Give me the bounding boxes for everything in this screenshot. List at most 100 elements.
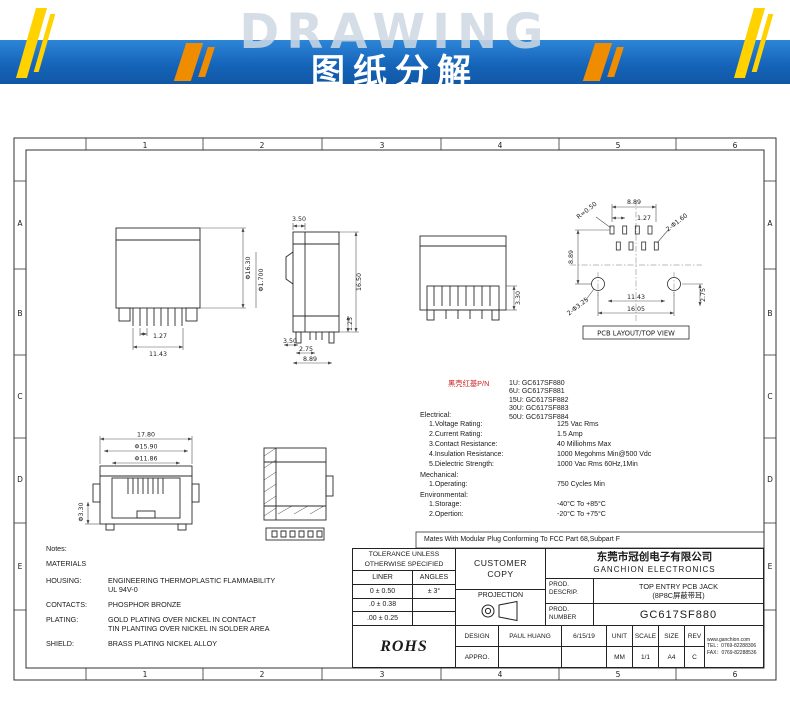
rev-value: C	[692, 653, 697, 661]
dim-label: 16.50	[356, 273, 363, 291]
environmental-title: Environmental:	[420, 490, 468, 499]
spec-value: -20°C To +75°C	[557, 511, 606, 518]
part-number: GC617SF880	[639, 608, 718, 621]
spec-value: 125 Vac Rms	[557, 421, 599, 428]
tolerance-value: .00 ± 0.25	[353, 612, 413, 625]
prod-number-row: PROD. NUMBER GC617SF880	[546, 604, 763, 625]
mechanical-title: Mechanical:	[420, 470, 459, 479]
note-line: BRASS PLATING NICKEL ALLOY	[108, 639, 218, 648]
spec-label: 2.Current Rating:	[429, 431, 483, 438]
spec-value: 40 Milliohms Max	[557, 441, 612, 448]
dim-label: 1.27	[637, 215, 651, 222]
label-line: PROD.	[549, 606, 569, 613]
zone-label: A	[17, 219, 23, 228]
angles-header: ANGLES	[419, 573, 449, 581]
note-row: HOUSING: ENGINEERING THERMOPLASTIC FLAMM…	[46, 576, 356, 594]
prod-descrip-value: TOP ENTRY PCB JACK (8P8C屏蔽带耳)	[594, 579, 763, 603]
label-line: NUMBER	[549, 614, 577, 621]
dimension-lines	[85, 436, 193, 525]
prod-descrip-label: PROD. DESCRIP.	[546, 579, 594, 603]
spec-label: 2.Opertion:	[429, 511, 464, 518]
designer-name: PAUL HUANG	[499, 626, 561, 647]
liner-header: LINER	[353, 571, 413, 584]
zone-label: 2	[260, 141, 265, 150]
dim-label: 1.27	[153, 333, 167, 340]
company-header: 东莞市冠创电子有限公司 GANCHION ELECTRONICS	[546, 549, 763, 579]
note-value: PHOSPHOR BRONZE	[108, 600, 181, 609]
spec-row: 2.Current Rating: 1.5 Amp	[420, 430, 764, 440]
rev-label: REV	[685, 626, 704, 647]
zone-ticks	[14, 138, 776, 680]
prod-number-value: GC617SF880	[594, 604, 763, 625]
dim-label: 11.43	[149, 351, 167, 358]
design-date: 6/15/19	[562, 626, 606, 647]
spec-row: 4.Insulation Resistance:1000 Megohms Min…	[420, 450, 764, 460]
company-name-en: GANCHION ELECTRONICS	[593, 565, 716, 574]
unit-label: UNIT	[607, 626, 632, 647]
banner-band	[0, 40, 790, 84]
spec-label: 1.Operating:	[429, 481, 468, 488]
spec-label: 1.Storage:	[429, 501, 462, 508]
zone-label: 2	[260, 670, 265, 679]
dim-label: 2.75	[700, 288, 707, 302]
label-line: PROD.	[549, 581, 569, 588]
spec-row: 1.Voltage Rating: 125 Vac Rms	[420, 420, 764, 430]
electrical-spec-block: Electrical: 1.Voltage Rating:125 Vac Rms…	[420, 410, 764, 520]
zone-label: B	[767, 309, 772, 318]
spec-row: 1.Operating: 750 Cycles Min	[420, 480, 764, 490]
rohs-cell: ROHS	[353, 626, 456, 667]
spec-row: 2.Opertion: -20°C To +75°C	[420, 510, 764, 520]
contact-line: TEL：0769-82288306	[707, 643, 757, 650]
spec-value: 750 Cycles Min	[557, 481, 605, 488]
part-number-block: 黑壳红基P/N 1U: GC617SF880 6U: GC617SF881 15…	[448, 379, 569, 422]
note-label: CONTACTS:	[46, 600, 87, 609]
materials-heading: MATERIALS	[46, 559, 87, 568]
dimension-lines	[284, 223, 359, 365]
label-line: DESCRIP.	[549, 589, 578, 596]
angle-value: ± 3°	[427, 587, 441, 595]
zone-label: 1	[143, 670, 148, 679]
zone-label: 5	[616, 141, 621, 150]
note-value: BRASS PLATING NICKEL ALLOY	[108, 639, 217, 648]
note-label: SHIELD:	[46, 639, 74, 648]
zone-label: D	[17, 475, 23, 484]
customer-copy: CUSTOMER COPY	[456, 549, 545, 590]
dim-label: Φ3.30	[78, 503, 85, 522]
notes-title: Notes:	[46, 544, 67, 553]
spec-row: 3.Contact Resistance:40 Milliohms Max	[420, 440, 764, 450]
note-line: TIN PLANTING OVER NICKEL IN SOLDER AREA	[108, 624, 270, 633]
dim-label: 11.43	[627, 294, 645, 301]
part-number-item: 6U: GC617SF881	[509, 388, 565, 396]
design-label: DESIGN	[456, 626, 498, 647]
zone-label: 3	[380, 141, 385, 150]
spec-label: 4.Insulation Resistance:	[429, 451, 504, 458]
connector-side-view	[285, 231, 340, 344]
contact-line: www.ganchion.com	[707, 636, 751, 643]
mates-note: Mates With Modular Plug Conforming To FC…	[424, 536, 620, 543]
spec-row: 5.Dielectric Strength:1000 Vac Rms 60Hz,…	[420, 460, 764, 470]
part-number-list: 1U: GC617SF880 6U: GC617SF881 15U: GC617…	[509, 380, 569, 422]
note-line: ENGINEERING THERMOPLASTIC FLAMMABILITY	[108, 576, 276, 585]
spec-value: 1.5 Amp	[557, 431, 583, 438]
note-line: PHOSPHOR BRONZE	[108, 600, 182, 609]
zone-label: 6	[733, 141, 738, 150]
projection-symbol-icon	[481, 600, 517, 622]
dim-label: 3.30	[515, 291, 522, 305]
connector-front-view	[115, 227, 201, 326]
rohs-logo: ROHS	[380, 637, 428, 655]
dim-label: 2.75	[299, 346, 313, 353]
dim-label: Φ11.86	[135, 456, 158, 463]
approver-name	[499, 647, 561, 667]
title-block: TOLERANCE UNLESS OTHERWISE SPECIFIED LIN…	[352, 548, 764, 668]
page-title: 图纸分解	[311, 53, 479, 91]
tolerance-value: 0 ± 0.50	[353, 584, 413, 598]
scale-label: SCALE	[633, 626, 658, 647]
spec-label: 1.Voltage Rating:	[429, 421, 483, 428]
dim-label: 8.89	[627, 199, 641, 206]
note-row: SHIELD: BRASS PLATING NICKEL ALLOY	[46, 639, 356, 648]
dim-label: Φ15.90	[135, 444, 158, 451]
tolerance-line: OTHERWISE SPECIFIED	[364, 561, 444, 568]
